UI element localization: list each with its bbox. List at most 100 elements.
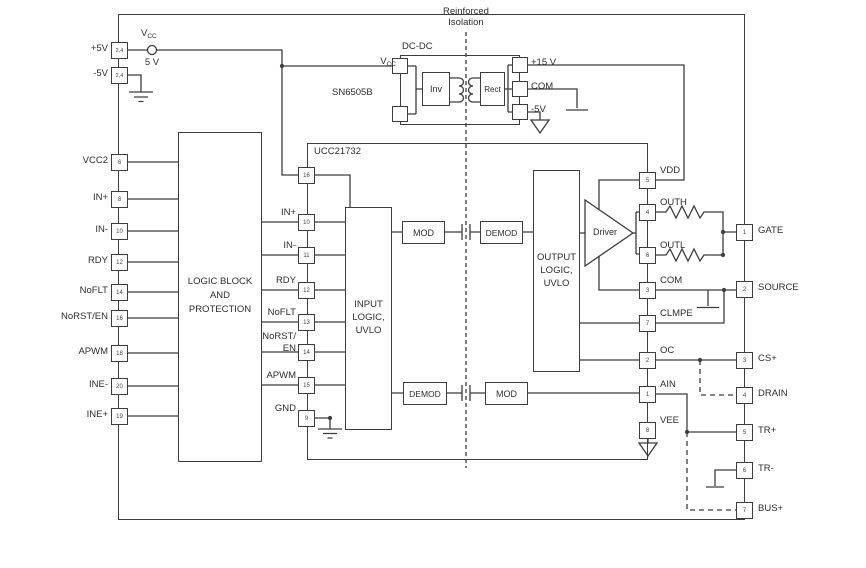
wire-clmpe xyxy=(580,290,725,324)
wire-15v-rail xyxy=(528,64,685,181)
ucc-pin-right-ain: 1 xyxy=(639,386,656,403)
ground-earth-icon xyxy=(129,91,153,103)
wires-ucc-internal xyxy=(315,174,351,429)
wires-dcdc-internal xyxy=(408,64,512,115)
ucc-pin-left-norst-: 14 xyxy=(298,344,315,361)
driver-label: Driver xyxy=(593,227,617,237)
ucc-pin-right-oc: 2 xyxy=(639,352,656,369)
connector-left-label-in-: IN- xyxy=(95,224,108,235)
ground-triangle-icon xyxy=(637,442,659,458)
ucc-pin-right-outl: 6 xyxy=(639,247,656,264)
junction-dots xyxy=(279,63,727,435)
connector-left-pin-in-: 10 xyxy=(111,223,128,240)
output-logic-label-1: OUTPUT xyxy=(536,252,577,263)
connector-left-label-plus5: +5V xyxy=(90,43,108,54)
connector-left-label-vcc2: VCC2 xyxy=(82,155,108,166)
ucc-pin-label-oc: OC xyxy=(660,345,675,356)
ucc-pin-label-en: EN xyxy=(282,343,296,354)
dcdc-pin-gnd xyxy=(392,106,408,122)
output-logic-box xyxy=(533,170,580,372)
input-logic-label-1: INPUT xyxy=(354,299,383,310)
logic-block-label-3: PROTECTION xyxy=(188,304,252,315)
vcc-voltage-label: 5 V xyxy=(144,57,160,68)
wire-plus5 xyxy=(128,49,392,176)
connector-right-label-bus+: BUS+ xyxy=(758,503,784,514)
sn6505b-label: SN6505B xyxy=(332,87,373,98)
mod-box-bottom: MOD xyxy=(485,382,528,405)
wire-dcdc-com xyxy=(528,88,578,108)
isolation-capacitor-icon xyxy=(461,224,471,401)
output-logic-label-2: LOGIC, xyxy=(540,265,573,276)
vcc-node-label: VCC xyxy=(141,28,157,40)
input-logic-box xyxy=(345,207,392,430)
driver-triangle-icon xyxy=(584,198,635,268)
rectifier-box: Rect xyxy=(480,72,505,106)
connector-right-pin-gate: 1 xyxy=(736,224,753,241)
ucc-pin-right-vdd: 5 xyxy=(639,172,656,189)
connector-right-pin-tr-: 6 xyxy=(736,462,753,479)
connector-left-label-ine+: INE+ xyxy=(86,409,108,420)
ucc-pin-label-outl: OUTL xyxy=(660,240,686,251)
connector-left-pin-plus5: 2,4 xyxy=(111,42,128,59)
connector-right-pin-bus+: 7 xyxy=(736,502,753,519)
connector-left-label-norst-en: NoRST/EN xyxy=(61,311,108,322)
logic-block-label-1: LOGIC BLOCK xyxy=(187,276,253,287)
ucc-pin-left-x: 16 xyxy=(298,167,315,184)
inverter-box: Inv xyxy=(422,72,450,106)
connector-right-pin-drain: 4 xyxy=(736,387,753,404)
connector-right-label-gate: GATE xyxy=(758,225,784,236)
connector-left-pin-norst-en: 16 xyxy=(111,310,128,327)
connector-left-pin-ine-: 20 xyxy=(111,378,128,395)
ucc-pin-left-noflt: 13 xyxy=(298,314,315,331)
mod-box-top: MOD xyxy=(402,221,445,244)
ucc-pin-label-vdd: VDD xyxy=(660,165,681,176)
connector-left-pin-in+: 8 xyxy=(111,191,128,208)
connector-left-pin-minus5: 2,4 xyxy=(111,67,128,84)
ucc-pin-label-vee: VEE xyxy=(660,415,680,426)
wires-connector-left xyxy=(128,161,178,417)
logic-block-label-2: AND xyxy=(209,290,231,301)
dcdc-pin-com xyxy=(512,81,528,97)
logic-block-box xyxy=(178,132,262,462)
ucc-pin-left-in-: 11 xyxy=(298,247,315,264)
connector-left-label-apwm: APWM xyxy=(78,346,108,357)
ucc-pin-right-com: 3 xyxy=(639,282,656,299)
connector-left-pin-rdy: 12 xyxy=(111,254,128,271)
connector-right-label-tr+: TR+ xyxy=(758,425,777,436)
connector-left-label-rdy: RDY xyxy=(87,255,108,266)
dcdc-pin-vcc xyxy=(392,58,408,74)
ucc-pin-label-clmpe: CLMPE xyxy=(660,308,693,319)
ucc-pin-label-ain: AIN xyxy=(660,379,676,390)
wire-minus5 xyxy=(128,74,142,92)
gate-resistor-outl xyxy=(656,247,723,263)
ucc-pin-label-norst-: NoRST/ xyxy=(262,331,296,342)
ucc-pin-right-clmpe: 7 xyxy=(639,315,656,332)
connector-right-pin-cs+: 3 xyxy=(736,352,753,369)
connector-left-label-noflt: NoFLT xyxy=(79,285,108,296)
ground-earth-icon xyxy=(318,428,342,439)
ucc21732-label: UCC21732 xyxy=(314,146,361,157)
ucc-pin-label-gnd: GND xyxy=(274,403,296,414)
input-logic-label-3: UVLO xyxy=(355,325,382,336)
connector-right-pin-source: 2 xyxy=(736,281,753,298)
ucc-pin-right-vee: 8 xyxy=(639,422,656,439)
wire-tr-minus xyxy=(714,469,736,486)
gate-resistor-outh xyxy=(656,204,736,255)
dcdc-15v-label: +15 V xyxy=(531,57,557,68)
isolation-label-line2: Isolation xyxy=(448,17,484,28)
connector-right-pin-tr+: 5 xyxy=(736,424,753,441)
ucc-pin-label-in+: IN+ xyxy=(280,207,296,218)
wire-ain-tr xyxy=(656,393,736,433)
ucc-pin-left-rdy: 12 xyxy=(298,282,315,299)
ucc-pin-label-outh: OUTH xyxy=(660,197,687,208)
dcdc-vcc-label: VCC xyxy=(380,56,396,68)
ucc-pin-label-rdy: RDY xyxy=(275,275,296,286)
connector-right-label-source: SOURCE xyxy=(758,282,799,293)
dcdc-pin-15v xyxy=(512,57,528,73)
connector-right-label-tr-: TR- xyxy=(758,463,774,474)
dcdc-com-label: COM xyxy=(531,81,554,92)
ground-triangle-icon xyxy=(529,119,551,135)
connector-left-pin-apwm: 18 xyxy=(111,345,128,362)
demod-box-top: DEMOD xyxy=(480,221,523,244)
